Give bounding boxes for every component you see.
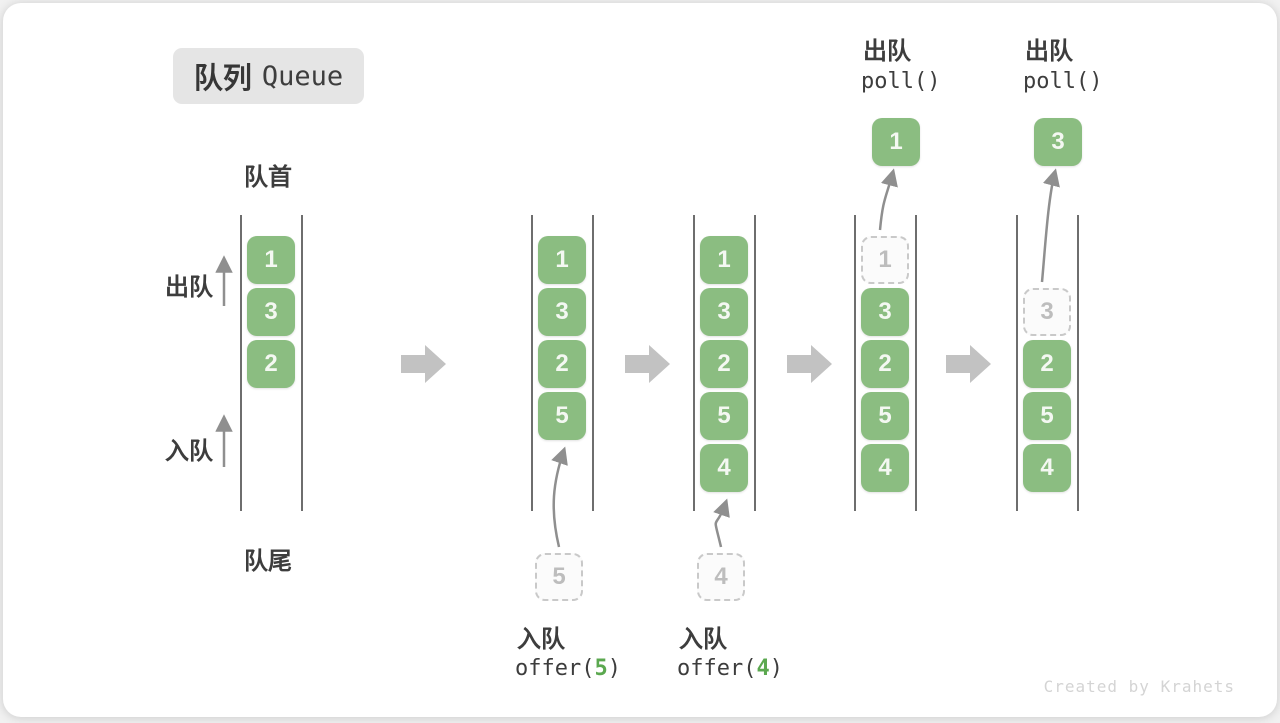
queue-cell: 3	[538, 288, 586, 336]
queue-cell: 5	[1023, 392, 1071, 440]
dequeue-code: poll()	[1023, 69, 1103, 94]
queue-cell: 3	[861, 288, 909, 336]
state-poll-1-dequeue-arrow	[878, 168, 898, 231]
enqueue-arg: 5	[594, 656, 608, 681]
state-offer-5-line-left	[531, 215, 533, 511]
queue-cell: 1	[538, 236, 586, 284]
queue-cell: 1	[700, 236, 748, 284]
queue-cell: 5	[538, 392, 586, 440]
queue-cell: 4	[700, 444, 748, 492]
queue-cell: 2	[700, 340, 748, 388]
enqueue-caption: 入队	[679, 626, 727, 653]
queue-cell: 4	[1023, 444, 1071, 492]
queue-cell: 1	[247, 236, 295, 284]
state-offer-4-enqueue-arrow	[713, 498, 730, 548]
queue-cell: 2	[247, 340, 295, 388]
state-poll-3-line-right	[1077, 215, 1079, 511]
enqueue-arg: 4	[756, 656, 770, 681]
state-initial-line-right	[301, 215, 303, 511]
queue-cell: 2	[1023, 340, 1071, 388]
state-offer-5-enqueue-arrow	[551, 446, 568, 548]
ghost-cell-incoming: 4	[697, 553, 745, 601]
queue-cell: 4	[861, 444, 909, 492]
next-state-arrow	[625, 345, 670, 383]
title-zh: 队列	[193, 63, 252, 95]
queue-cell: 2	[538, 340, 586, 388]
ghost-cell: 3	[1023, 288, 1071, 336]
state-poll-1-line-right	[915, 215, 917, 511]
dequeue-caption: 出队	[863, 38, 911, 65]
next-state-arrow	[946, 345, 991, 383]
state-poll-1-line-left	[854, 215, 856, 511]
ghost-cell-incoming: 5	[535, 553, 583, 601]
state-offer-4-line-right	[754, 215, 756, 511]
state-poll-3-dequeue-arrow	[1040, 168, 1060, 283]
dequeue-caption: 出队	[1025, 38, 1073, 65]
next-state-arrow	[401, 345, 446, 383]
arrows-overlay	[215, 168, 1060, 548]
queue-cell: 3	[700, 288, 748, 336]
title-en: Queue	[261, 60, 344, 92]
dequeue-side-label: 出队	[165, 274, 213, 301]
queue-cell: 2	[861, 340, 909, 388]
enqueue-caption: 入队	[517, 626, 565, 653]
queue-front-label: 队首	[244, 164, 292, 191]
enqueue-code: offer(5)	[515, 656, 621, 681]
title-box: 队列 Queue	[173, 48, 364, 104]
state-initial-line-left	[240, 215, 242, 511]
next-state-arrow	[787, 345, 832, 383]
dequeue-code: poll()	[861, 69, 941, 94]
queue-rear-label: 队尾	[244, 548, 292, 575]
state-poll-3-line-left	[1016, 215, 1018, 511]
polled-cell: 1	[872, 118, 920, 166]
enqueue-side-label: 入队	[165, 438, 213, 465]
queue-cell: 5	[700, 392, 748, 440]
state-offer-5-line-right	[592, 215, 594, 511]
enqueue-code: offer(4)	[677, 656, 783, 681]
ghost-cell: 1	[861, 236, 909, 284]
polled-cell: 3	[1034, 118, 1082, 166]
queue-cell: 3	[247, 288, 295, 336]
watermark: Created by Krahets	[1043, 677, 1235, 696]
state-offer-4-line-left	[693, 215, 695, 511]
queue-cell: 5	[861, 392, 909, 440]
